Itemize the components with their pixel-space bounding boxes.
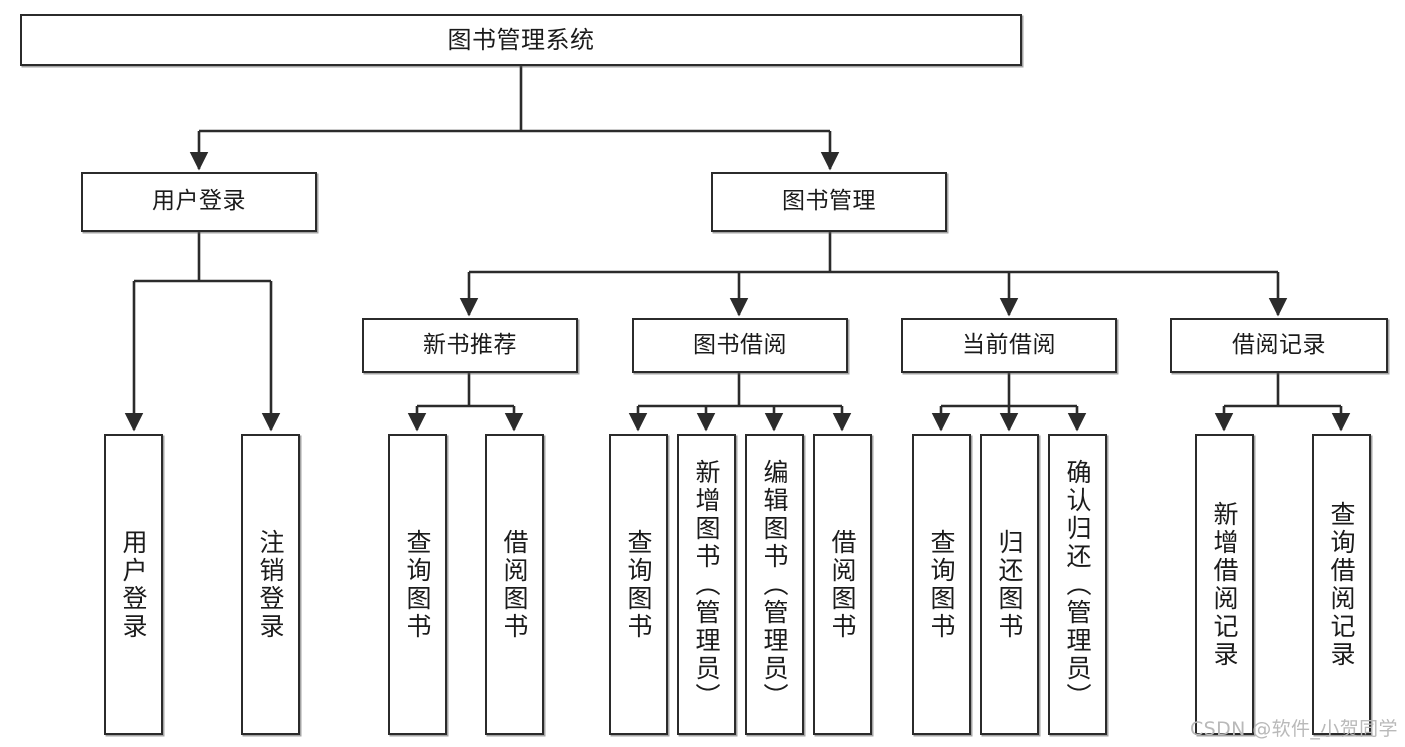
node-label: 新增借阅记录 (1210, 500, 1239, 669)
node-leaf-borrow-book[interactable]: 借阅图书 (813, 434, 872, 735)
node-label: 注销登录 (256, 528, 285, 641)
node-leaf-query-book-borrow[interactable]: 查询图书 (609, 434, 668, 735)
node-leaf-query-borrow-record[interactable]: 查询借阅记录 (1312, 434, 1371, 735)
node-label: 新书推荐 (423, 331, 517, 358)
node-label: 借阅记录 (1232, 331, 1326, 358)
node-leaf-confirm-return-admin[interactable]: 确认归还（管理员） (1048, 434, 1107, 735)
node-label: 借阅图书 (500, 528, 529, 641)
node-leaf-edit-book-admin[interactable]: 编辑图书（管理员） (745, 434, 804, 735)
node-borrow-record[interactable]: 借阅记录 (1170, 318, 1388, 373)
csdn-watermark: CSDN @软件_小贺同学 (1190, 718, 1398, 740)
node-root-book-management-system[interactable]: 图书管理系统 (20, 14, 1022, 66)
node-label: 当前借阅 (962, 331, 1056, 358)
node-book-borrow[interactable]: 图书借阅 (632, 318, 848, 373)
node-leaf-return-book[interactable]: 归还图书 (980, 434, 1039, 735)
node-label: 用户登录 (152, 188, 246, 215)
node-label: 新增图书（管理员） (692, 458, 721, 711)
node-label: 图书借阅 (693, 331, 787, 358)
node-label: 归还图书 (995, 528, 1024, 641)
node-book-management[interactable]: 图书管理 (711, 172, 947, 232)
node-leaf-logout[interactable]: 注销登录 (241, 434, 300, 735)
node-leaf-add-borrow-record[interactable]: 新增借阅记录 (1195, 434, 1254, 735)
node-label: 查询图书 (403, 528, 432, 641)
node-leaf-query-book-current[interactable]: 查询图书 (912, 434, 971, 735)
node-label: 查询图书 (927, 528, 956, 641)
node-label: 查询借阅记录 (1327, 500, 1356, 669)
node-label: 图书管理系统 (447, 25, 595, 54)
node-leaf-query-book-recommend[interactable]: 查询图书 (388, 434, 447, 735)
node-label: 用户登录 (119, 528, 148, 641)
node-user-login[interactable]: 用户登录 (81, 172, 317, 232)
node-new-book-recommend[interactable]: 新书推荐 (362, 318, 578, 373)
node-label: 查询图书 (624, 528, 653, 641)
node-label: 确认归还（管理员） (1063, 458, 1092, 711)
node-current-borrow[interactable]: 当前借阅 (901, 318, 1117, 373)
node-leaf-user-login[interactable]: 用户登录 (104, 434, 163, 735)
node-label: 图书管理 (782, 188, 876, 215)
node-leaf-borrow-book-recommend[interactable]: 借阅图书 (485, 434, 544, 735)
node-label: 编辑图书（管理员） (760, 458, 789, 711)
node-leaf-add-book-admin[interactable]: 新增图书（管理员） (677, 434, 736, 735)
node-label: 借阅图书 (828, 528, 857, 641)
